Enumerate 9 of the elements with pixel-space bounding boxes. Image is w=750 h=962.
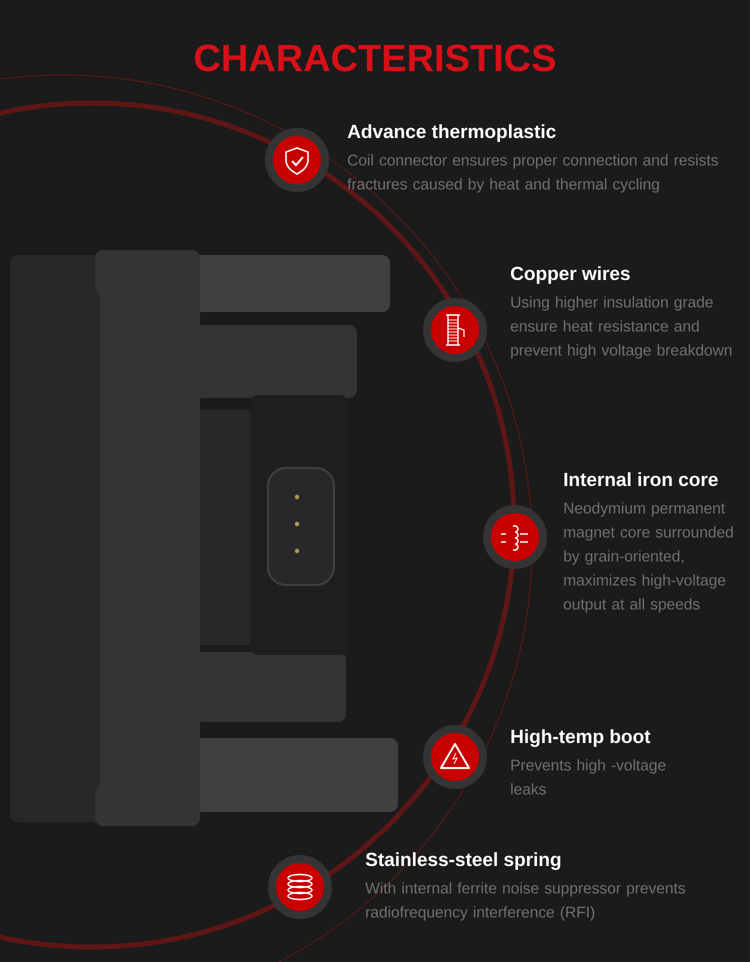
feature-title: High-temp boot [511,729,650,747]
feature-title: Stainless-steel spring [366,852,560,870]
feature-description: Prevents high -voltage leaks [511,759,666,795]
feature-title: Internal iron core [564,472,718,486]
feature-title: Advance thermoplastic [348,124,556,142]
feature-description: Neodymium permanent magnet core surrounded by grain-oriented, maximizes high-voltage output at all speeds [564,502,733,613]
feature-title: Copper wires [510,266,630,284]
feature-description: Using higher insulation grade ensure heat resistance and prevent high voltage breakdown [510,296,732,359]
title: CHARACTERISTICS [195,44,556,72]
